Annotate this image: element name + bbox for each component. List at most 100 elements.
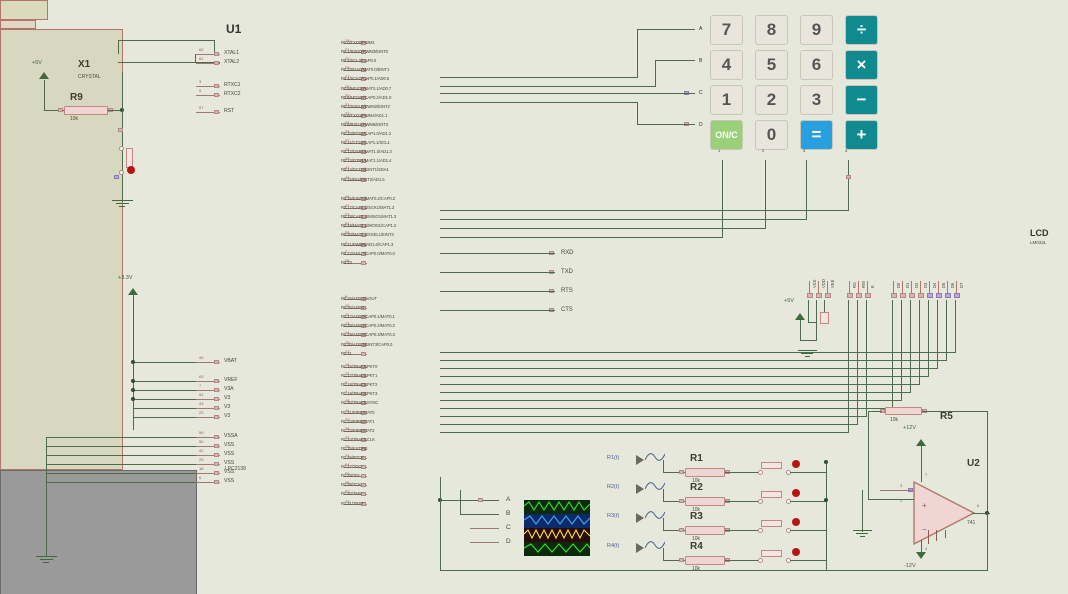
wire-rst-node-up — [122, 72, 123, 110]
switch-4-left-terminal[interactable] — [758, 558, 763, 563]
wire-switch-1-to-bus — [790, 472, 827, 473]
wire-term-txd — [440, 272, 555, 273]
keypad-key-3[interactable]: 3 — [800, 85, 833, 115]
keypad-key-ONC[interactable]: ON/C — [710, 120, 743, 150]
keypad-col-pin-2: 2 — [762, 148, 765, 153]
mcu-p1-marker-15 — [361, 501, 366, 506]
mcu-gnd-number-5: 6 — [199, 475, 202, 480]
switch-4-lever[interactable] — [761, 550, 782, 557]
lcd-pin-stub-VEE — [827, 281, 828, 293]
wire-lcd-bus-d5 — [440, 368, 938, 369]
resistor-r5-body — [885, 407, 922, 415]
wire-r5-right — [922, 411, 987, 412]
lcd-pin-label-D1: D1 — [905, 282, 910, 288]
lcd-pin-label-VSS: VSS — [812, 279, 817, 288]
mcu-p1-wire-4 — [343, 403, 367, 405]
keypad-key-7[interactable]: 7 — [710, 15, 743, 45]
wire-lcd-bus-rw — [440, 424, 858, 425]
mcu-p0b-number-4: 55 — [345, 230, 350, 236]
reset-switch-button[interactable] — [127, 166, 135, 174]
junction-v33-2 — [131, 379, 135, 383]
wire-term-cts — [440, 310, 555, 311]
keypad-col-pin-4: 4 — [845, 148, 848, 153]
vcc5-arrow — [39, 72, 49, 79]
pin-r1-left — [679, 470, 684, 474]
mcu-p0a-number-14: 41 — [345, 165, 350, 171]
lcd-pin-marker-E — [865, 293, 871, 298]
keypad-key-sym11[interactable]: − — [845, 85, 878, 115]
switch-1-lever[interactable] — [761, 462, 782, 469]
mcu-p0c-wire-0 — [343, 299, 367, 300]
switch-2-lever[interactable] — [761, 491, 782, 498]
mcu-p1-number-2: 8 — [345, 380, 348, 386]
label-r3-ref: R3 — [690, 511, 703, 522]
keypad-key-2[interactable]: 2 — [755, 85, 788, 115]
lcd-pin-stub-D1 — [902, 281, 903, 293]
mcu-p1-number-10: 24 — [345, 453, 350, 458]
keypad-row-pin-D: D — [699, 122, 703, 128]
mcu-p0b-wire-0 — [343, 199, 367, 200]
mcu-power-marker-2 — [214, 388, 219, 392]
vminus12-arrow — [916, 552, 926, 559]
keypad-key-sym7[interactable]: × — [845, 50, 878, 80]
terminal-pin-label-TXD: TXD — [561, 269, 573, 275]
mcu-gnd-marker-2 — [214, 453, 219, 457]
crystal-x1-plate — [0, 20, 36, 29]
scope-a-marker — [478, 498, 483, 502]
label-vcc5-lcd: +5V — [784, 298, 794, 304]
keypad-body[interactable] — [0, 470, 197, 594]
mcu-p1-number-4: 48 — [345, 398, 350, 404]
keypad-key-5[interactable]: 5 — [755, 50, 788, 80]
signal-source-label-R1t: R1(t) — [607, 455, 620, 461]
switch-3-left-terminal[interactable] — [758, 528, 763, 533]
wire-keypad-rowB-out — [440, 86, 656, 87]
keypad-key-1[interactable]: 1 — [710, 85, 743, 115]
switch-3-lever[interactable] — [761, 520, 782, 527]
signal-source-drop-1 — [663, 489, 664, 501]
junction-v33-1 — [131, 360, 135, 364]
mcu-p1-number-7: 36 — [345, 425, 350, 431]
keypad-key-9[interactable]: 9 — [800, 15, 833, 45]
switch-1-button[interactable] — [792, 460, 800, 468]
reset-switch-bottom-terminal[interactable] — [119, 170, 124, 175]
signal-source-lead-1 — [663, 501, 685, 502]
label-lcd-ref: LCD — [1030, 228, 1049, 238]
label-r1-ref: R1 — [690, 453, 703, 464]
switch-2-button[interactable] — [792, 489, 800, 497]
mcu-p0b-marker-0 — [361, 197, 366, 201]
wire-lcd-vdd — [816, 300, 817, 341]
switch-2-left-terminal[interactable] — [758, 499, 763, 504]
keypad-row-pin-C: C — [699, 90, 703, 96]
wire-scope-b-v — [460, 490, 461, 515]
mcu-p0b-wire-3 — [343, 226, 367, 228]
mcu-gnd-label-VSS-4: VSS — [224, 469, 235, 475]
mcu-power-label-V3A-2: V3A — [224, 386, 234, 392]
mcu-p1-marker-7 — [361, 428, 366, 433]
keypad-col4-marker — [846, 175, 851, 179]
keypad-key-sym14[interactable]: = — [800, 120, 833, 150]
keypad-key-6[interactable]: 6 — [800, 50, 833, 80]
mcu-p0a-marker-7 — [361, 104, 366, 109]
keypad-key-sym15[interactable]: + — [845, 120, 878, 150]
mcu-p0a-marker-14 — [361, 168, 366, 173]
mcu-p1-number-9: 28 — [345, 443, 350, 449]
label-u2-part: 741 — [967, 520, 976, 526]
lcd-pin-stub-E — [867, 281, 868, 293]
mcu-p0c-wire-1 — [343, 308, 367, 310]
switch-1-left-terminal[interactable] — [758, 470, 763, 475]
signal-source-drop-2 — [663, 518, 664, 530]
reset-switch-top-terminal[interactable] — [119, 146, 124, 151]
lcd-pin-marker-D5 — [936, 293, 942, 298]
keypad-key-sym3[interactable]: ÷ — [845, 15, 878, 45]
mcu-p0a-number-9: 34 — [345, 119, 350, 125]
lcd-contrast-pot[interactable] — [820, 312, 829, 324]
wire-gnd-rail — [46, 437, 47, 557]
keypad-key-0[interactable]: 0 — [755, 120, 788, 150]
switch-4-button[interactable] — [792, 548, 800, 556]
keypad-key-8[interactable]: 8 — [755, 15, 788, 45]
keypad-key-4[interactable]: 4 — [710, 50, 743, 80]
switch-3-button[interactable] — [792, 518, 800, 526]
reset-switch-lever[interactable] — [126, 148, 133, 168]
wire-r1-to-switch — [725, 472, 760, 473]
wire-scope-a — [440, 500, 499, 501]
